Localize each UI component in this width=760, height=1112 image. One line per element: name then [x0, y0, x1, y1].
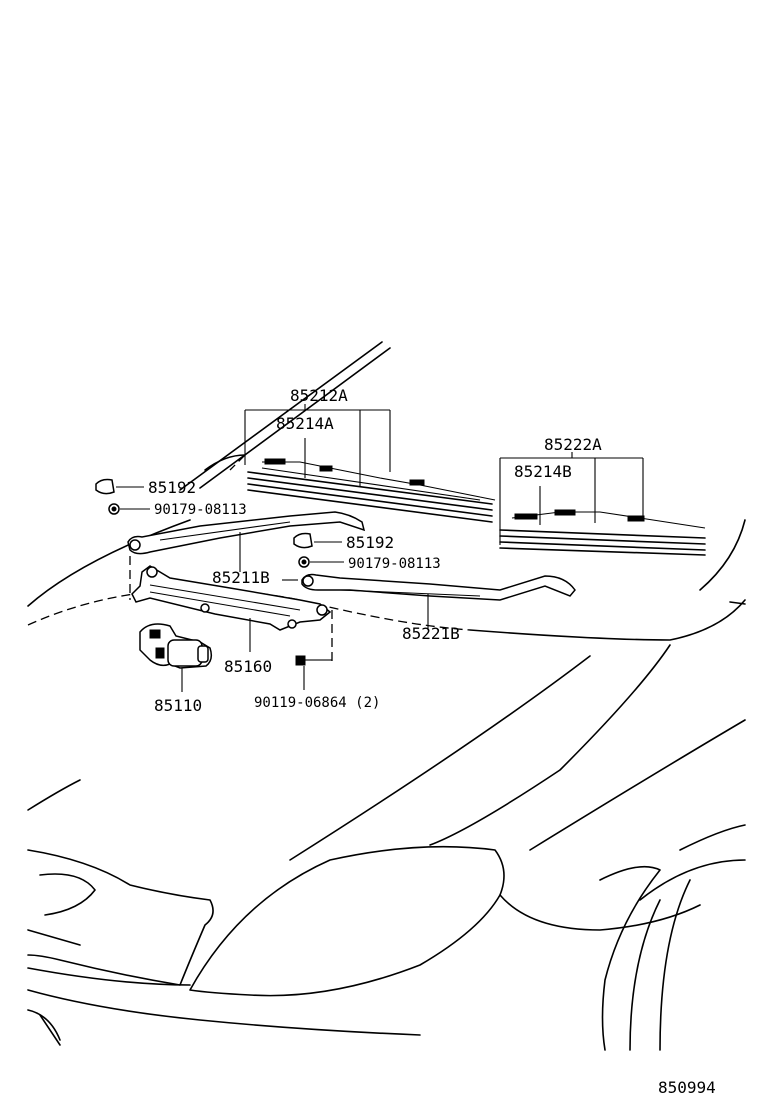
label-bolt: 90119-06864 (2) [254, 695, 380, 711]
label-motor: 85110 [154, 696, 202, 715]
label-blade-rear-set: 85222A [544, 435, 602, 454]
diagram-id: 850994 [658, 1078, 716, 1097]
label-blade-rear-rubber: 85214B [514, 462, 572, 481]
cowl-dashed-line-2 [229, 454, 246, 471]
front-arm [127, 511, 366, 572]
label-blade-front-set: 85212A [290, 386, 348, 405]
label-cap-1: 85192 [148, 478, 196, 497]
nut-2-icon [298, 556, 344, 568]
wiper-motor [139, 623, 213, 692]
label-cap-2: 85192 [346, 533, 394, 552]
label-nut-2: 90179-08113 [348, 556, 441, 572]
label-blade-front-rubber: 85214A [276, 414, 334, 433]
front-blade [247, 458, 496, 523]
label-arm-rear: 85221B [402, 624, 460, 643]
cap-2-icon [293, 532, 342, 549]
label-nut-1: 90179-08113 [154, 502, 247, 518]
rear-blade-bracket [499, 452, 644, 545]
nut-1-icon [108, 503, 150, 515]
rear-blade [499, 509, 706, 556]
label-arm-front: 85211B [212, 568, 270, 587]
label-link: 85160 [224, 657, 272, 676]
cap-1-icon [95, 478, 144, 495]
bolt-icon [295, 610, 333, 690]
front-blade-bracket [244, 404, 391, 487]
rear-arm [282, 573, 576, 630]
wiper-link [129, 556, 332, 652]
car-body-outline [27, 341, 746, 1051]
